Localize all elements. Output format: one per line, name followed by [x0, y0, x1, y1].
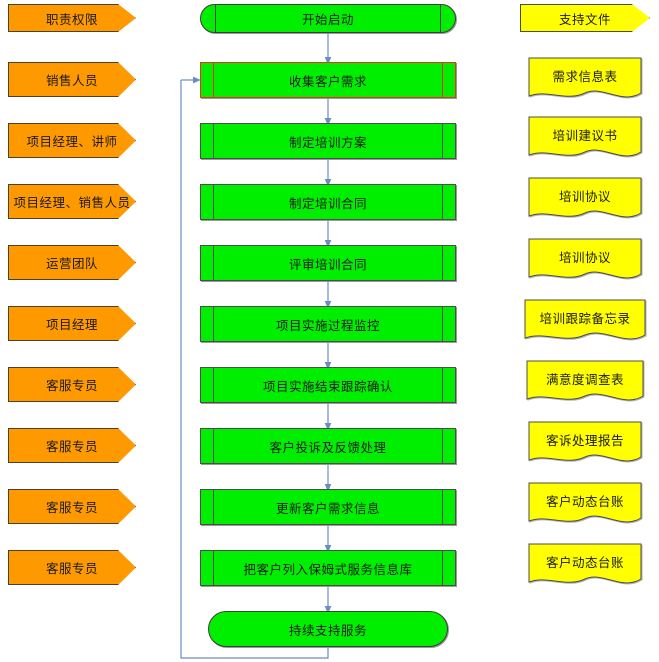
terminator-left-rule: [215, 5, 216, 32]
process-step-label: 评审培训合同: [288, 256, 367, 272]
role-banner-4[interactable]: 运营团队: [8, 245, 136, 280]
role-banner-label: 客服专员: [45, 439, 98, 454]
process-step-label: 制定培训合同: [288, 195, 367, 211]
process-left-rule: [213, 307, 214, 341]
role-banner-label: 销售人员: [45, 73, 98, 88]
process-step-label: 制定培训方案: [288, 134, 367, 150]
terminator-right-rule: [440, 5, 441, 32]
role-banner-6[interactable]: 客服专员: [8, 367, 136, 402]
process-step-label: 收集客户需求: [288, 73, 367, 89]
role-banner-8[interactable]: 客服专员: [8, 489, 136, 524]
process-right-rule: [442, 429, 443, 463]
process-right-rule: [442, 368, 443, 402]
document-shape: [528, 57, 642, 98]
role-banner-label: 客服专员: [45, 561, 98, 576]
document-5[interactable]: 培训跟踪备忘录: [524, 299, 646, 345]
document-7[interactable]: 客诉处理报告: [528, 421, 642, 467]
document-shape: [524, 299, 646, 340]
process-step-8[interactable]: 更新客户需求信息: [200, 489, 456, 525]
roles-column-header: 职责权限: [8, 4, 136, 32]
process-right-rule: [442, 246, 443, 280]
process-step-9[interactable]: 把客户列入保姆式服务信息库: [200, 550, 456, 586]
process-right-rule: [442, 185, 443, 219]
end-terminator[interactable]: 持续支持服务: [208, 611, 448, 647]
process-step-4[interactable]: 评审培训合同: [200, 245, 456, 281]
process-step-3[interactable]: 制定培训合同: [200, 184, 456, 220]
document-shape: [526, 360, 644, 401]
document-shape: [528, 116, 642, 157]
document-8[interactable]: 客户动态台账: [528, 482, 642, 528]
start-terminator[interactable]: 开始启动: [200, 4, 456, 33]
documents-column-header: 支持文件: [520, 4, 650, 32]
process-left-rule: [213, 63, 214, 97]
role-banner-label: 项目经理、讲师: [26, 134, 118, 149]
start-terminator-label: 开始启动: [301, 12, 354, 27]
documents-column-header-label: 支持文件: [558, 11, 611, 27]
process-left-rule: [213, 368, 214, 402]
role-banner-label: 客服专员: [45, 378, 98, 393]
document-shape: [528, 421, 642, 462]
role-banner-label: 项目经理: [45, 317, 98, 332]
process-right-rule: [442, 307, 443, 341]
process-step-7[interactable]: 客户投诉及反馈处理: [200, 428, 456, 464]
role-banner-5[interactable]: 项目经理: [8, 306, 136, 341]
role-banner-label: 项目经理、销售人员: [13, 195, 131, 210]
role-banner-label: 运营团队: [45, 256, 98, 271]
process-step-label: 项目实施结束跟踪确认: [262, 378, 393, 394]
document-4[interactable]: 培训协议: [528, 238, 642, 284]
process-step-label: 客户投诉及反馈处理: [269, 439, 387, 455]
document-2[interactable]: 培训建议书: [528, 116, 642, 162]
process-left-rule: [213, 246, 214, 280]
process-step-6[interactable]: 项目实施结束跟踪确认: [200, 367, 456, 403]
role-banner-7[interactable]: 客服专员: [8, 428, 136, 463]
role-banner-1[interactable]: 销售人员: [8, 62, 136, 97]
document-6[interactable]: 满意度调查表: [526, 360, 644, 406]
document-shape: [528, 177, 642, 218]
document-1[interactable]: 需求信息表: [528, 57, 642, 103]
document-3[interactable]: 培训协议: [528, 177, 642, 223]
roles-column-header-label: 职责权限: [45, 11, 98, 27]
process-left-rule: [213, 429, 214, 463]
process-right-rule: [442, 63, 443, 97]
process-step-1[interactable]: 收集客户需求: [200, 62, 456, 98]
role-banner-2[interactable]: 项目经理、讲师: [8, 123, 136, 158]
process-step-2[interactable]: 制定培训方案: [200, 123, 456, 159]
process-right-rule: [442, 490, 443, 524]
process-right-rule: [442, 124, 443, 158]
document-shape: [528, 543, 642, 584]
process-left-rule: [213, 185, 214, 219]
process-left-rule: [213, 551, 214, 585]
role-banner-label: 客服专员: [45, 500, 98, 515]
role-banner-3[interactable]: 项目经理、销售人员: [8, 184, 136, 219]
end-terminator-label: 持续支持服务: [288, 622, 367, 638]
process-step-5[interactable]: 项目实施过程监控: [200, 306, 456, 342]
process-step-label: 把客户列入保姆式服务信息库: [243, 561, 413, 577]
process-left-rule: [213, 490, 214, 524]
document-9[interactable]: 客户动态台账: [528, 543, 642, 589]
process-step-label: 更新客户需求信息: [275, 500, 380, 516]
process-right-rule: [442, 551, 443, 585]
document-shape: [528, 238, 642, 279]
document-shape: [528, 482, 642, 523]
process-step-label: 项目实施过程监控: [275, 317, 380, 333]
process-left-rule: [213, 124, 214, 158]
role-banner-9[interactable]: 客服专员: [8, 550, 136, 585]
